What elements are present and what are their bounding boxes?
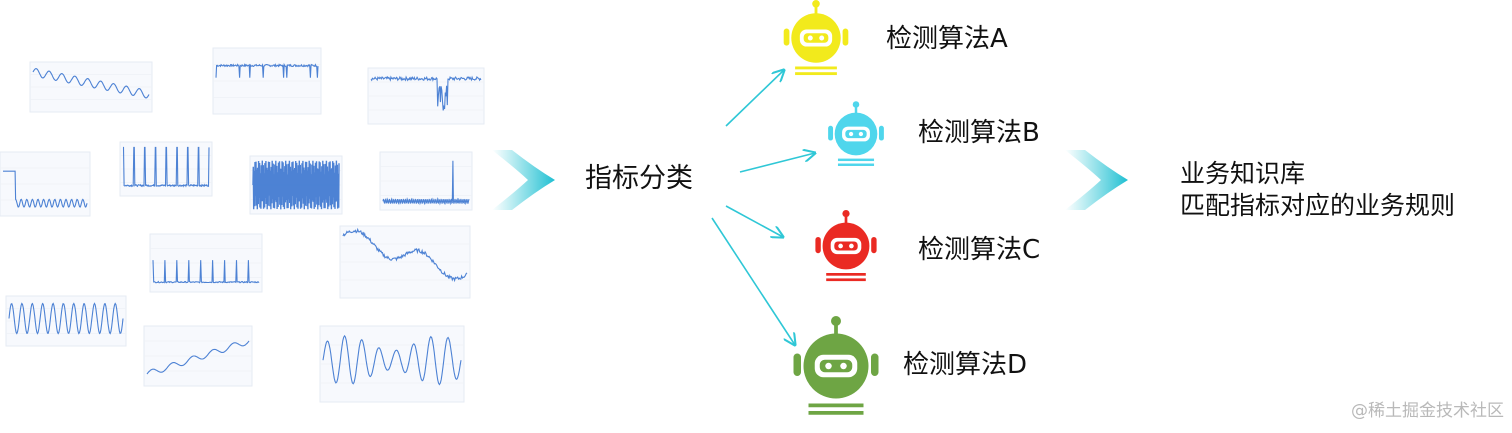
metric-thumbnail [0,151,91,217]
knowledge-base-title: 业务知识库 [1180,159,1306,188]
metric-thumbnail [119,141,213,197]
metric-thumbnail [367,67,485,125]
knowledge-base-desc: 匹配指标对应的业务规则 [1180,191,1456,220]
robot-icon [783,0,849,76]
arrow-to-a [725,70,784,127]
metric-thumbnail [212,47,322,115]
center-label: 指标分类 [585,163,693,194]
algorithm-label-d: 检测算法D [903,350,1028,380]
metric-thumbnail [319,325,465,403]
metric-thumbnail [149,233,263,293]
algorithm-label-a: 检测算法A [886,24,1008,54]
algorithm-label-c: 检测算法C [918,235,1041,265]
metric-thumbnail [379,151,473,211]
arrow-to-d [711,217,795,345]
watermark: @稀土掘金技术社区 [1351,401,1504,421]
branch-arrows [711,70,815,345]
arrow-to-b [739,153,815,173]
metric-thumbnail [5,295,127,347]
knowledge-base-text: 业务知识库 匹配指标对应的业务规则 [1180,158,1455,222]
algorithm-label-b: 检测算法B [918,118,1040,148]
chevron-arrow-icon [492,150,555,210]
chevron-arrow-icon [1065,150,1128,210]
metric-thumbnails [0,47,485,403]
metric-thumbnail [143,325,253,387]
robot-icon [828,101,884,166]
arrow-to-c [725,205,783,237]
robot-icon [815,210,877,282]
metric-thumbnail [249,155,343,215]
metric-thumbnail [339,225,471,299]
metric-thumbnail [29,61,153,113]
robot-icon [793,316,879,415]
